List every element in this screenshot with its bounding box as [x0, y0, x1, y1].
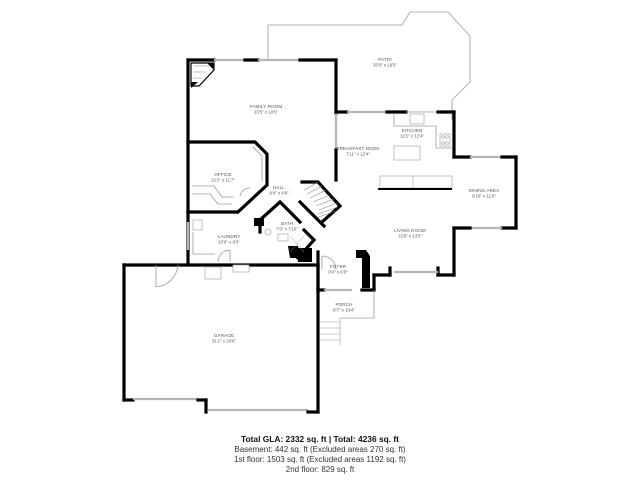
second-floor-area: 2nd floor: 829 sq. ft [285, 465, 355, 474]
stairs [297, 180, 343, 229]
office-walls [186, 140, 269, 215]
room-dimensions: 13'8" x 13'5" [398, 234, 423, 239]
basement-area: Basement: 442 sq. ft (Excluded areas 270… [234, 445, 406, 454]
patio-outline [267, 11, 471, 120]
room-dimensions: 9'10" x 11'0" [472, 194, 496, 199]
room-dimensions: 10'6" x 8'3" [218, 240, 240, 245]
total-area: Total GLA: 2332 sq. ft | Total: 4236 sq.… [241, 434, 399, 444]
room-name: HALL [273, 185, 285, 190]
room-dimensions: 8'7" x 10'4" [333, 308, 355, 313]
room-dimensions: 9'4" x 4'9" [269, 191, 289, 196]
first-floor-area: 1st floor: 1503 sq. ft (Excluded areas 1… [234, 455, 406, 464]
room-dimensions: 7'11" x 12'4" [346, 152, 370, 157]
room-name: FOYER [330, 264, 347, 269]
room-dimensions: 33'3" x 16'5" [373, 63, 398, 68]
room-name: LIVING ROOM [394, 228, 426, 233]
room-name: KITCHEN [402, 128, 423, 133]
main-living-walls [334, 110, 518, 277]
room-name: DINING AREA [469, 188, 501, 193]
room-name: PATIO [378, 57, 392, 62]
room-dimensions: 8'4" x 6'8" [328, 270, 348, 275]
room-dimensions: 12'2" x 11'7" [211, 178, 235, 183]
room-name: LAUNDRY [218, 234, 241, 239]
room-name: PORCH [335, 302, 352, 307]
room-name: FAMILY ROOM [250, 104, 283, 109]
room-dimensions: 7'0" x 7'10" [276, 227, 298, 232]
area-summary: Total GLA: 2332 sq. ft | Total: 4236 sq.… [0, 434, 640, 475]
room-dimensions: 31'1" x 23'6" [212, 339, 237, 344]
room-dimensions: 23'5" x 19'5" [254, 110, 279, 115]
laundry-walls [186, 210, 231, 267]
room-dimensions: 11'5" x 12'4" [400, 134, 424, 139]
room-name: GARAGE [214, 333, 234, 338]
family-room-walls [186, 58, 338, 214]
garage-walls [122, 263, 320, 414]
room-name: BREAKFAST NOOK [336, 146, 380, 151]
room-name: OFFICE [214, 172, 231, 177]
room-name: BATH [281, 221, 293, 226]
bath-walls [254, 199, 317, 262]
